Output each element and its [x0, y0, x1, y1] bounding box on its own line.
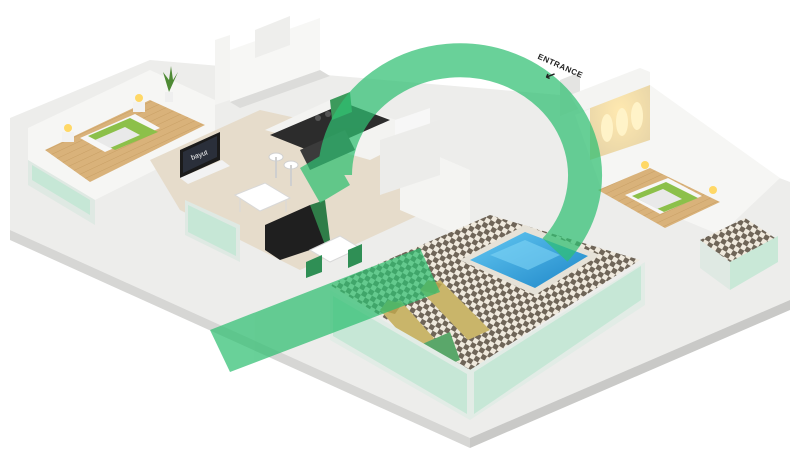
plant-icon [163, 66, 178, 102]
lamp-icon [64, 124, 72, 132]
bayut-logo-watermark [210, 43, 602, 372]
interior-walls [215, 16, 470, 240]
nightstand [62, 132, 74, 142]
lamp-icon [135, 94, 143, 102]
right-balcony-floor [700, 218, 775, 262]
glass-railing [730, 236, 778, 290]
coffee-table [233, 182, 292, 212]
glass-railing [333, 296, 467, 414]
glass-railing [474, 266, 641, 414]
glass-railing [32, 165, 90, 215]
dining-table [306, 235, 362, 278]
glass-railing [188, 205, 236, 256]
left-bedroom [28, 66, 215, 225]
lamp-icon [709, 186, 717, 194]
sofa [265, 200, 330, 260]
right-bedroom [560, 68, 780, 290]
bar-stools [268, 152, 299, 186]
lamp-icon [641, 161, 649, 169]
tv-unit: bayut [180, 132, 230, 184]
arrow-down-left-icon: ↙ [543, 66, 559, 84]
